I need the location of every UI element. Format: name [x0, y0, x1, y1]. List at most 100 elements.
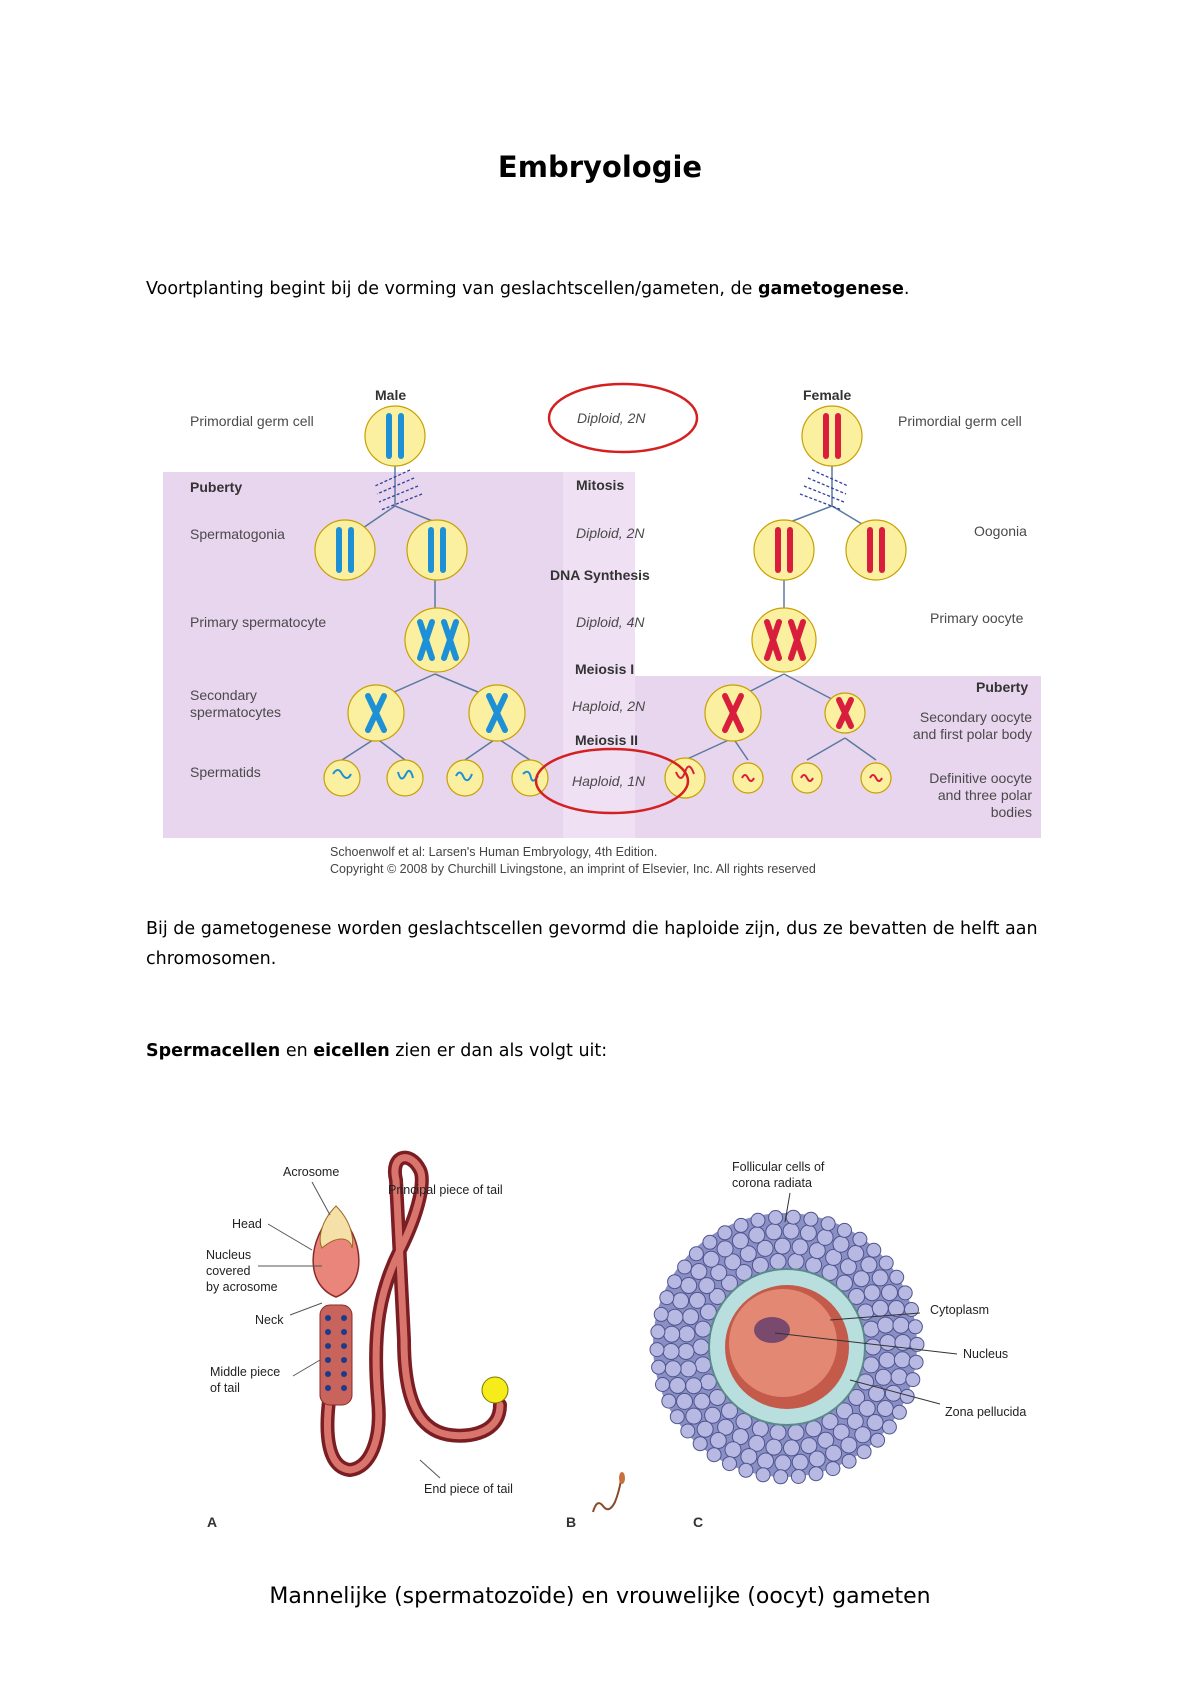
follicular-cell — [889, 1269, 905, 1285]
label-nucleus-3: by acrosome — [206, 1280, 278, 1294]
label-cytoplasm: Cytoplasm — [930, 1303, 989, 1317]
panel-label-a: A — [207, 1514, 217, 1530]
follicular-cell — [663, 1325, 681, 1343]
follicular-cell — [899, 1388, 915, 1404]
label-middle-1: Middle piece — [210, 1365, 280, 1379]
follicular-cell — [881, 1419, 897, 1435]
label-diploid-2n: Diploid, 2N — [577, 410, 646, 426]
follicular-cell — [694, 1356, 712, 1374]
follicular-cell — [791, 1238, 809, 1256]
label-acrosome: Acrosome — [283, 1165, 339, 1179]
spermatozoon-illustration — [312, 1150, 509, 1478]
page-title: Embryologie — [497, 150, 703, 184]
follicular-cell — [803, 1211, 819, 1227]
follicular-cell — [909, 1336, 925, 1352]
label-primary-spermatocyte: Primary spermatocyte — [190, 614, 326, 630]
follicular-cell — [808, 1450, 826, 1468]
follicular-cell — [800, 1437, 818, 1455]
follicular-cell — [748, 1226, 766, 1244]
follicular-cell — [790, 1469, 806, 1484]
follicular-cell — [817, 1431, 835, 1449]
follicular-cell — [750, 1212, 766, 1228]
follicular-cell — [825, 1248, 843, 1266]
oocyte-nucleus — [754, 1317, 790, 1343]
oogonium-cell — [845, 519, 907, 581]
follicular-cell — [722, 1456, 737, 1472]
follicular-cell — [651, 1359, 667, 1375]
label-nucleus: Nucleus — [963, 1347, 1008, 1361]
label-puberty-female: Puberty — [976, 679, 1028, 695]
female-chromosomes — [722, 413, 885, 733]
follicular-cell — [846, 1412, 864, 1430]
para3-text-1: en — [280, 1041, 314, 1061]
follicular-cell — [879, 1334, 897, 1351]
follicular-cell — [805, 1420, 823, 1438]
follicular-cell — [837, 1222, 852, 1238]
follicular-cell — [841, 1453, 857, 1469]
follicular-cell — [709, 1432, 727, 1449]
follicular-cell — [721, 1402, 738, 1420]
follicular-cell — [731, 1428, 749, 1446]
label-zona-pellucida: Zona pellucida — [945, 1405, 1026, 1419]
follicular-cell — [878, 1255, 894, 1271]
oocyte-leader-lines — [774, 1192, 958, 1405]
paragraph-haploid: Bij de gametogenese worden geslachtscell… — [146, 919, 1038, 969]
intro-end: . — [903, 279, 910, 299]
follicular-cell — [839, 1258, 857, 1276]
follicular-cell — [769, 1253, 787, 1270]
follicular-cell — [717, 1418, 735, 1436]
follicular-cell — [676, 1392, 693, 1410]
figure-credit-2: Copyright © 2008 by Churchill Livingston… — [330, 862, 816, 876]
follicular-cell — [672, 1292, 690, 1310]
paragraph-gametes: Spermacellen en eicellen zien er dan als… — [146, 1036, 1066, 1066]
follicular-cell — [655, 1377, 670, 1392]
follicular-cell — [740, 1448, 758, 1466]
follicular-cell — [808, 1242, 826, 1260]
label-spermatogonia: Spermatogonia — [190, 526, 285, 542]
follicular-cell — [757, 1452, 775, 1470]
follicular-cell — [690, 1263, 708, 1280]
follicular-cell — [765, 1223, 783, 1241]
follicular-cell — [694, 1320, 712, 1338]
label-secondary-oocyte-2: and first polar body — [913, 726, 1032, 742]
follicular-cell — [774, 1454, 792, 1472]
follicular-cell — [664, 1360, 682, 1378]
primary-spermatocyte-cell — [404, 607, 470, 673]
follicular-cell — [755, 1467, 771, 1483]
follicular-cell — [696, 1420, 714, 1438]
mitochondria-dots — [325, 1315, 347, 1391]
follicular-cell — [890, 1368, 908, 1386]
follicular-cell — [717, 1225, 733, 1241]
intro-paragraph: Voortplanting begint bij de vorming van … — [146, 274, 1066, 304]
follicular-cell — [907, 1319, 923, 1335]
follicular-cell — [868, 1385, 886, 1403]
follicular-cell — [876, 1400, 894, 1417]
label-primordial-male: Primordial germ cell — [190, 413, 314, 429]
follicular-cell — [702, 1250, 720, 1268]
spermatogonium-cell — [406, 519, 468, 581]
follicular-cell — [698, 1277, 716, 1295]
follicular-cell — [680, 1423, 696, 1439]
label-neck: Neck — [255, 1313, 284, 1327]
follicular-cell — [688, 1246, 704, 1262]
follicular-cell — [808, 1466, 824, 1482]
label-mitosis: Mitosis — [576, 477, 624, 493]
follicular-cell — [666, 1308, 684, 1326]
label-secondary-2: spermatocytes — [190, 704, 281, 720]
label-haploid-2n: Haploid, 2N — [572, 698, 646, 714]
follicular-cell — [682, 1308, 700, 1326]
label-oogonia: Oogonia — [974, 523, 1027, 539]
figure-credit-1: Schoenwolf et al: Larsen's Human Embryol… — [330, 845, 657, 859]
label-meiosis-1: Meiosis I — [575, 661, 634, 677]
follicular-cell — [669, 1377, 687, 1394]
male-header: Male — [375, 387, 406, 403]
center-puberty-band — [563, 472, 635, 838]
follicular-cell — [661, 1393, 677, 1409]
follicular-cell — [785, 1209, 801, 1225]
panel-label-b: B — [566, 1514, 576, 1530]
follicular-cell — [765, 1438, 783, 1456]
follicular-cell — [877, 1316, 895, 1334]
label-head: Head — [232, 1217, 262, 1231]
follicular-cell — [662, 1343, 680, 1360]
follicular-cell — [863, 1284, 881, 1302]
